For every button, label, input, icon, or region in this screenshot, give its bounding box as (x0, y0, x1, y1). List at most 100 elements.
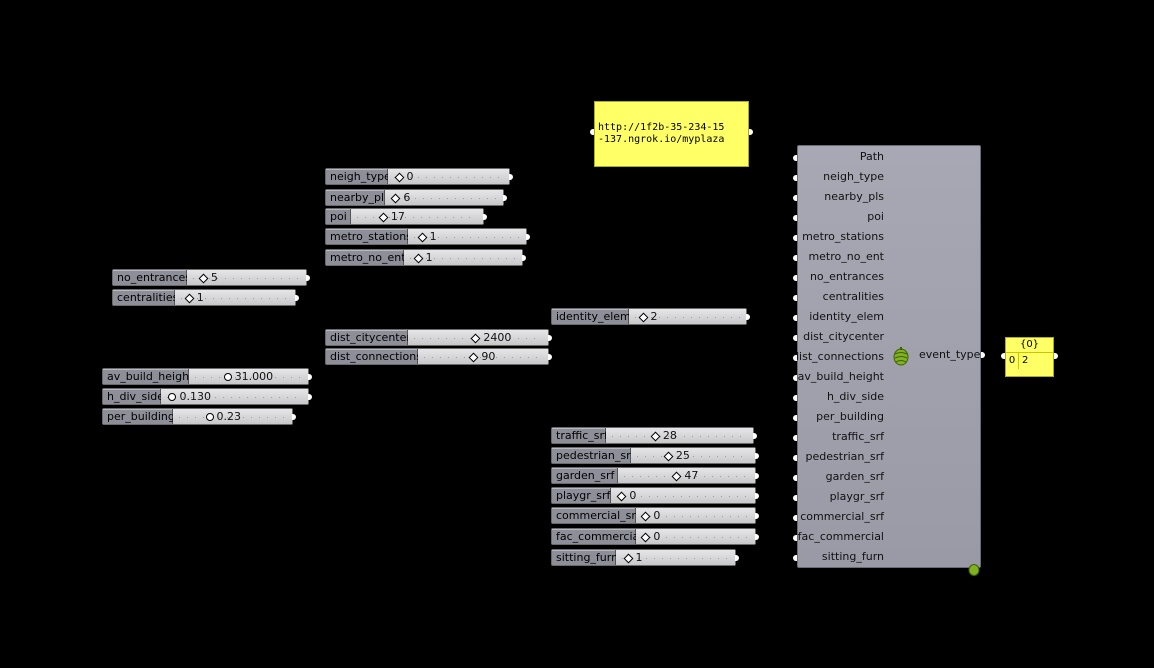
slider-output-grip[interactable] (503, 195, 507, 201)
slider-output-grip[interactable] (755, 493, 759, 499)
slider-track[interactable]: 0 (636, 529, 755, 544)
slider-track[interactable]: 5 (187, 270, 306, 285)
slider-knob[interactable] (378, 212, 389, 223)
input-grip[interactable] (793, 435, 797, 441)
slider-output-grip[interactable] (292, 414, 296, 420)
input-grip[interactable] (793, 275, 797, 281)
input-grip[interactable] (793, 455, 797, 461)
input-grip[interactable] (793, 355, 797, 361)
slider-knob[interactable] (671, 471, 682, 482)
slider-knob[interactable] (390, 193, 401, 204)
slider-track[interactable]: 1 (616, 550, 735, 565)
slider-knob[interactable] (205, 413, 214, 421)
slider-output-grip[interactable] (755, 473, 759, 479)
input-grip[interactable] (793, 335, 797, 341)
slider-track[interactable]: 2 (629, 309, 746, 324)
slider-track[interactable]: 1 (404, 250, 522, 265)
slider-knob[interactable] (413, 253, 424, 264)
slider-track[interactable]: 0.130 (161, 389, 308, 404)
result-panel-input-grip[interactable] (1001, 353, 1005, 359)
input-grip[interactable] (793, 395, 797, 401)
slider-output-grip[interactable] (295, 295, 299, 301)
slider-track[interactable]: 25 (631, 448, 755, 463)
slider-output-grip[interactable] (753, 433, 757, 439)
slider-knob[interactable] (650, 431, 661, 442)
url-panel-input-grip[interactable] (590, 129, 594, 135)
url-panel[interactable]: http://1f2b-35-234-15 -137.ngrok.io/mypl… (594, 101, 749, 167)
slider-knob[interactable] (616, 491, 627, 502)
slider-knob[interactable] (394, 172, 404, 183)
slider-track[interactable]: 0 (611, 488, 755, 503)
url-panel-output-grip[interactable] (749, 129, 753, 135)
input-grip[interactable] (793, 375, 797, 381)
result-panel[interactable]: {0} 0 2 (1005, 337, 1054, 377)
slider-output-grip[interactable] (548, 354, 552, 360)
slider-output-grip[interactable] (755, 453, 759, 459)
input-grip[interactable] (793, 155, 797, 161)
slider-track[interactable]: 0 (388, 169, 509, 184)
slider-track[interactable]: 31.000 (189, 369, 308, 384)
slider-knob[interactable] (640, 532, 651, 543)
slider-track[interactable]: 47 (618, 468, 755, 483)
input-grip[interactable] (793, 555, 797, 561)
slider-output-grip[interactable] (755, 513, 759, 519)
slider-output-grip[interactable] (755, 534, 759, 540)
slider-knob[interactable] (198, 273, 209, 284)
slider-track[interactable]: 1 (408, 229, 526, 244)
result-panel-output-grip[interactable] (1054, 353, 1058, 359)
slider-knob[interactable] (623, 553, 633, 564)
slider-track[interactable]: 1 (175, 290, 295, 305)
slider-knob[interactable] (184, 293, 195, 304)
slider-knob[interactable] (663, 451, 674, 462)
slider-output-grip[interactable] (746, 314, 750, 320)
slider-output-grip[interactable] (522, 255, 526, 261)
input-grip[interactable] (793, 315, 797, 321)
slider-output-grip[interactable] (548, 335, 552, 341)
slider-knob[interactable] (638, 312, 648, 323)
slider-output-grip[interactable] (308, 394, 312, 400)
slider-knob[interactable] (640, 511, 651, 522)
slider-track[interactable]: 2400 (408, 330, 548, 345)
slider-knob[interactable] (468, 352, 479, 363)
slider-track[interactable]: 0.23 (173, 409, 292, 424)
slider-output-grip[interactable] (735, 555, 739, 561)
slider-knob[interactable] (223, 373, 232, 381)
slider-track[interactable]: 17 (351, 209, 483, 224)
slider-track[interactable]: 90 (418, 349, 548, 364)
component-output-grip[interactable] (981, 352, 985, 358)
slider-output-grip[interactable] (509, 174, 513, 180)
slider-output-grip[interactable] (308, 374, 312, 380)
input-grip[interactable] (793, 415, 797, 421)
input-grip[interactable] (793, 215, 797, 221)
input-grip[interactable] (793, 255, 797, 261)
slider-output-grip[interactable] (526, 234, 530, 240)
slider-knob[interactable] (417, 232, 428, 243)
slider-track[interactable]: 28 (606, 428, 753, 443)
slider-knob[interactable] (470, 333, 481, 344)
slider-knob[interactable] (168, 393, 177, 401)
slider-track[interactable]: 0 (636, 508, 755, 523)
input-grip[interactable] (793, 295, 797, 301)
input-grip[interactable] (793, 495, 797, 501)
input-grip[interactable] (793, 175, 797, 181)
